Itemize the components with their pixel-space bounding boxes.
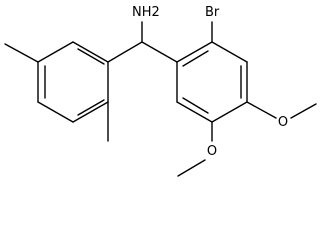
- bond: [211, 101, 248, 123]
- right-ring: [176, 41, 248, 123]
- methoxy-bond: [246, 101, 277, 119]
- aromatic-inner-bond: [77, 48, 105, 65]
- methoxy-methyl-bond: [177, 159, 206, 177]
- bond: [72, 41, 109, 63]
- aromatic-inner-bond: [182, 50, 209, 67]
- aromatic-inner-bond: [182, 97, 209, 114]
- central-carbon: NH2: [107, 5, 178, 63]
- molecule-diagram: NH2 Br O O: [4, 5, 317, 177]
- methoxy-oxygen-label: O: [207, 144, 217, 159]
- bond: [72, 101, 109, 123]
- amine-label: NH2: [132, 5, 160, 20]
- aromatic-inner-bond: [77, 99, 105, 116]
- bond: [211, 41, 248, 63]
- bond: [141, 41, 178, 63]
- bond: [176, 41, 213, 63]
- methoxy-methyl-bond: [290, 103, 317, 119]
- left-ring-substituents: [4, 43, 109, 142]
- right-ring-substituents: Br O O: [177, 5, 317, 177]
- methoxy-oxygen-label: O: [278, 115, 288, 130]
- left-ring: [37, 41, 109, 123]
- bond: [37, 41, 74, 63]
- bromine-label: Br: [205, 5, 220, 20]
- bond: [176, 101, 213, 123]
- bond: [107, 41, 143, 63]
- bond: [37, 101, 74, 123]
- methyl-bond: [4, 43, 39, 63]
